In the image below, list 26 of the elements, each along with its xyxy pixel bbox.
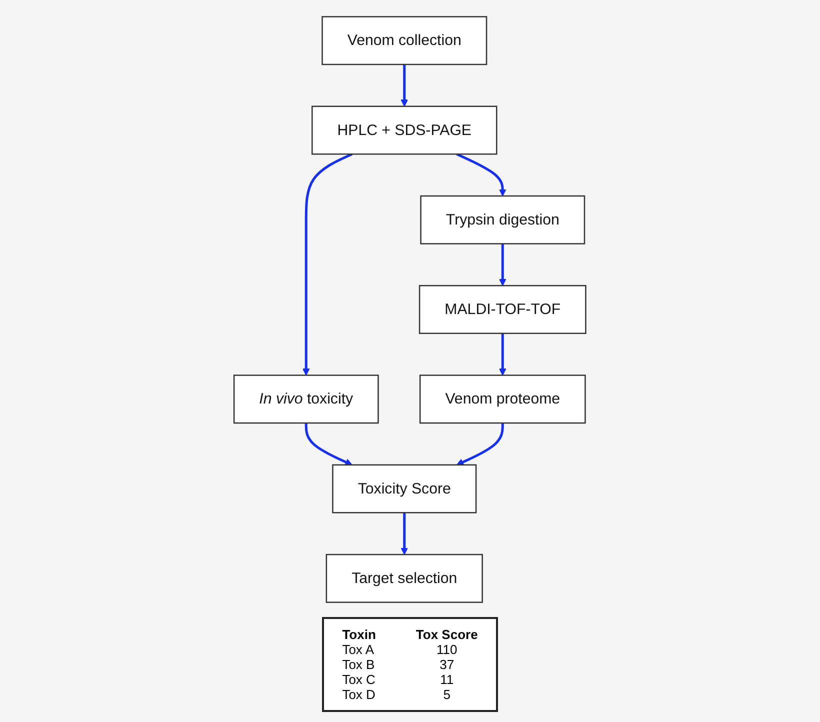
arrow — [456, 152, 506, 196]
node-box: Toxicity Score — [332, 464, 477, 514]
score-value: 5 — [442, 687, 452, 702]
node-box: Venom proteome — [420, 374, 586, 424]
node-box: Trypsin digestion — [420, 195, 586, 244]
node-box: Target selection — [326, 554, 484, 603]
arrow — [304, 423, 352, 466]
arrow — [456, 423, 504, 466]
toxin-name: Tox A — [342, 642, 375, 657]
toxin-name: Tox C — [342, 672, 376, 687]
table-header: Tox Score — [416, 627, 478, 642]
node-box: In vivo toxicity — [234, 374, 379, 424]
node-box: Venom collection — [322, 16, 488, 66]
score-value: 110 — [435, 642, 458, 657]
arrow — [499, 244, 506, 286]
arrow — [302, 152, 353, 376]
node-box: HPLC + SDS-PAGE — [312, 106, 498, 155]
arrow — [400, 64, 408, 107]
toxin-name: Tox B — [342, 657, 376, 672]
score-value: 11 — [439, 672, 455, 687]
node-box: MALDI-TOF-TOF — [419, 285, 586, 334]
toxin-name: Tox D — [342, 687, 376, 702]
arrow — [400, 512, 408, 555]
table-header: Toxin — [342, 627, 376, 642]
arrow — [499, 333, 506, 376]
score-value: 37 — [438, 657, 456, 672]
